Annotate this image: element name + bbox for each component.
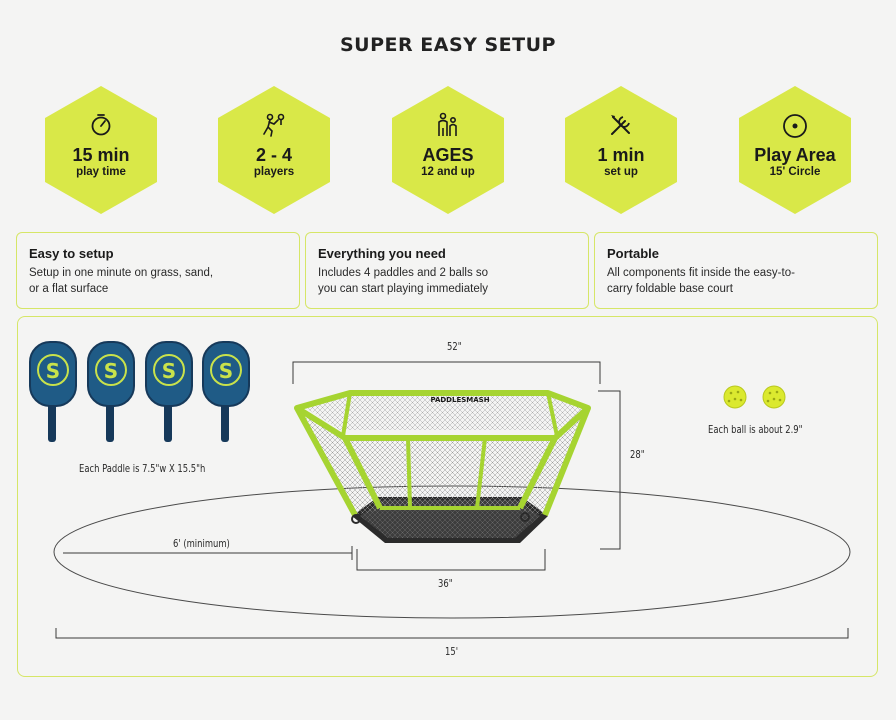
clearance-label: 6' (minimum) [173, 537, 230, 550]
feature-text: Setup in one minute on grass, sand, or a… [29, 267, 214, 295]
pickleball-icon [723, 385, 747, 409]
target-circle-icon [739, 112, 851, 140]
feature-text: Includes 4 paddles and 2 balls so you ca… [318, 267, 489, 295]
stat-label: play time [76, 166, 126, 178]
feature-title: Everything you need [318, 246, 446, 261]
svg-text:S: S [46, 359, 60, 383]
dimension-lines [55, 361, 849, 639]
paddle-caption: Each Paddle is 7.5"w X 15.5"h [79, 462, 206, 475]
stat-setup-time: 1 min set up [565, 86, 677, 214]
pickleball-icon [762, 385, 786, 409]
width-bottom-label: 36" [438, 577, 453, 590]
timer-icon [45, 112, 157, 140]
stat-value: Play Area [754, 145, 836, 165]
stat-value: 15 min [72, 145, 130, 165]
balls-group [723, 385, 786, 409]
paddle-icon: S [87, 341, 135, 442]
paddles-group: S S S S [29, 341, 250, 442]
height-label: 28" [630, 448, 645, 461]
stat-label: players [253, 166, 295, 178]
paddle-icon: S [145, 341, 193, 442]
feature-text: All components fit inside the easy-to-ca… [607, 267, 795, 295]
play-area-label: 15' [445, 645, 459, 658]
paddle-icon: S [29, 341, 77, 442]
stat-play-area: Play Area 15' Circle [739, 86, 851, 214]
stat-label: 15' Circle [769, 166, 821, 178]
paddle-icon: S [202, 341, 250, 442]
feature-card-easy-setup: Easy to setup Setup in one minute on gra… [16, 232, 300, 309]
tools-icon [565, 112, 677, 140]
width-top-label: 52" [447, 340, 462, 353]
paddlesmash-court: PADDLESMASH [294, 390, 591, 543]
feature-title: Easy to setup [29, 246, 114, 261]
page-title: SUPER EASY SETUP [340, 34, 556, 56]
stat-value: 2 - 4 [255, 145, 293, 165]
stat-value: 1 min [597, 145, 645, 165]
brand-label: PADDLESMASH [430, 396, 489, 404]
svg-text:S: S [162, 359, 176, 383]
feature-title: Portable [607, 246, 660, 261]
feature-card-everything: Everything you need Includes 4 paddles a… [305, 232, 589, 309]
players-icon [218, 112, 330, 140]
ages-icon [392, 112, 504, 140]
setup-diagram-panel [17, 316, 878, 677]
svg-text:S: S [219, 359, 233, 383]
svg-text:S: S [104, 359, 118, 383]
stat-label: 12 and up [421, 166, 475, 178]
stat-value: AGES [422, 145, 474, 165]
stat-label: set up [604, 166, 638, 178]
ball-caption: Each ball is about 2.9" [708, 423, 803, 436]
feature-card-portable: Portable All components fit inside the e… [594, 232, 878, 309]
